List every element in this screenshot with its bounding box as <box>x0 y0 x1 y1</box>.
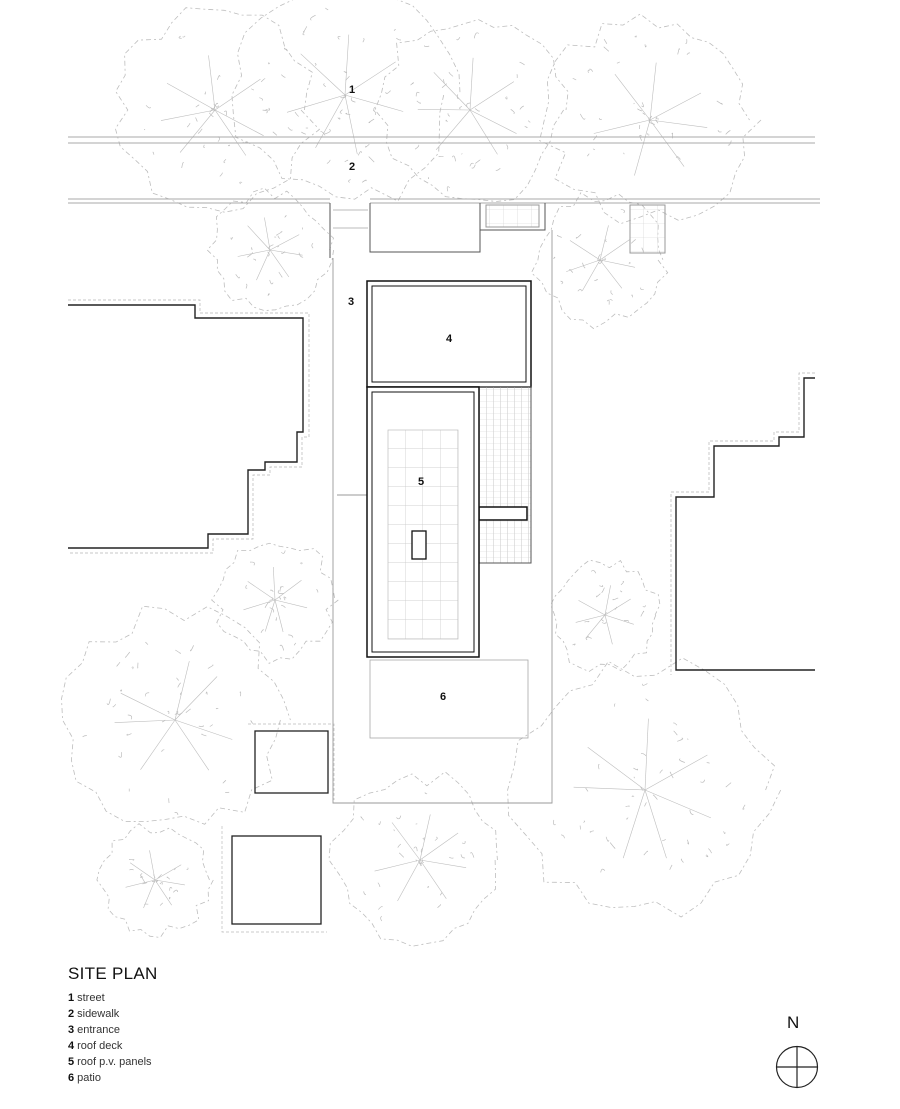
zone-number-6: 6 <box>440 691 446 703</box>
tree-canopy <box>96 823 214 938</box>
tree-canopies <box>61 0 782 947</box>
house-roof-deck <box>366 280 532 388</box>
house-pv-roof <box>366 386 480 658</box>
lot-boundary <box>332 230 553 804</box>
tree-canopy <box>550 559 661 673</box>
roof-skylight <box>411 530 427 560</box>
patio-area <box>369 659 529 739</box>
tree-canopy <box>539 13 762 225</box>
neighbor-house-left <box>68 304 304 549</box>
tree-canopy <box>231 0 461 202</box>
street-lines <box>68 136 820 204</box>
site-plan-drawing: 1 2 3 4 5 6 <box>61 0 820 947</box>
shed-upper <box>254 730 329 794</box>
zone-number-5: 5 <box>418 476 424 488</box>
shed-lower <box>231 835 322 925</box>
zone-number-1: 1 <box>349 84 355 96</box>
tree-canopy <box>114 7 320 213</box>
zone-number-2: 2 <box>349 161 355 173</box>
legend-title: SITE PLAN <box>68 964 158 983</box>
zone-number-3: 3 <box>348 296 354 308</box>
front-planters <box>329 203 666 258</box>
neighbor-house-right <box>675 377 815 671</box>
tree-canopy <box>374 19 569 202</box>
tree-canopy <box>206 187 334 312</box>
tree-canopy <box>61 605 291 825</box>
zone-numbers: 1 2 3 4 5 6 <box>348 84 453 703</box>
zone-number-4: 4 <box>446 333 453 345</box>
tree-canopy <box>211 542 339 664</box>
brick-side-wing <box>478 386 532 564</box>
north-arrow-icon <box>775 1045 819 1089</box>
north-label: N <box>787 1013 800 1032</box>
tree-canopy <box>328 771 498 947</box>
tree-canopy <box>507 657 782 918</box>
